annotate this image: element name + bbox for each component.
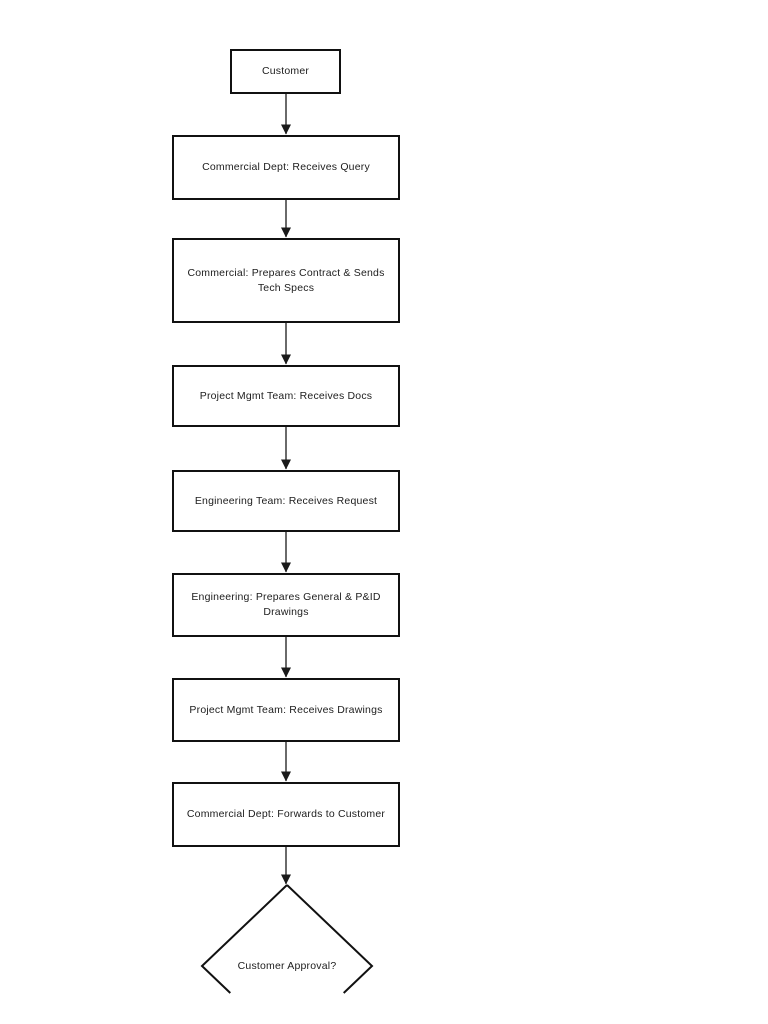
flow-node-customer: Customer [230,49,341,94]
decision-diamond-shape [200,884,374,994]
flow-node-label: Project Mgmt Team: Receives Docs [199,389,373,402]
flow-node-label: Customer Approval? [237,960,337,972]
flow-node-pm-receives-drawings: Project Mgmt Team: Receives Drawings [172,678,400,742]
flow-node-label: Commercial Dept: Receives Query [202,161,370,174]
flow-node-commercial-forwards: Commercial Dept: Forwards to Customer [172,782,400,847]
flow-node-label: Commercial Dept: Forwards to Customer [186,808,386,821]
flow-node-label: Engineering: Prepares General & P&ID Dra… [191,591,381,618]
flow-node-eng-receives-request: Engineering Team: Receives Request [172,470,400,532]
flow-node-label: Customer [261,65,310,78]
flow-node-label: Commercial: Prepares Contract & Sends Te… [187,266,385,294]
flow-node-label: Engineering Team: Receives Request [194,494,378,507]
flow-node-eng-prepares-drawings: Engineering: Prepares General & P&ID Dra… [172,573,400,637]
flow-node-commercial-receives-query: Commercial Dept: Receives Query [172,135,400,200]
flow-node-pm-receives-docs: Project Mgmt Team: Receives Docs [172,365,400,427]
flow-node-customer-approval-label: Customer Approval? [212,959,362,974]
flow-node-label: Project Mgmt Team: Receives Drawings [189,703,383,716]
flow-node-commercial-prepares-contract: Commercial: Prepares Contract & Sends Te… [172,238,400,323]
